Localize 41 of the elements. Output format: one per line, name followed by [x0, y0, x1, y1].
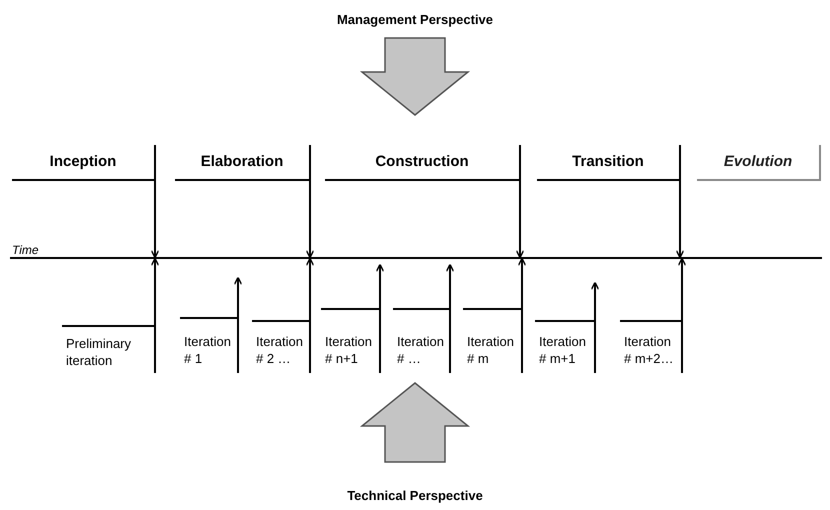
phase-bracket: [537, 145, 681, 181]
phase-name: Evolution: [724, 152, 792, 172]
phase-name: Elaboration: [200, 152, 284, 172]
arrow: [306, 258, 314, 320]
iteration-name: Iteration # 1: [184, 333, 232, 367]
phase-name: Inception: [50, 152, 116, 172]
iteration-name: Preliminary iteration: [66, 335, 132, 369]
iteration-name: Iteration # m+1: [539, 333, 587, 367]
iteration-name: Iteration # …: [397, 333, 445, 367]
arrow: [446, 264, 454, 308]
phase-bracket: [12, 145, 156, 181]
arrow: [376, 264, 384, 308]
arrow: [590, 282, 600, 320]
iteration-bracket: [620, 320, 683, 373]
phase-name: Transition: [572, 152, 644, 172]
iteration-bracket: [535, 320, 596, 373]
phase-name: Construction: [375, 152, 469, 172]
iteration-name: Iteration # n+1: [325, 333, 373, 367]
iteration-bracket: [393, 308, 451, 373]
iteration-bracket: [62, 325, 156, 373]
arrow: [518, 258, 526, 308]
phase-bracket: [325, 145, 521, 181]
axis-label: Time: [12, 244, 39, 256]
arrow: [676, 181, 684, 258]
arrow: [306, 181, 314, 258]
arrow: [678, 258, 686, 320]
perspective-label: Technical Perspective: [346, 487, 484, 505]
arrow: [516, 181, 524, 258]
arrow: [150, 258, 160, 325]
iteration-bracket: [180, 317, 239, 373]
arrow: [234, 276, 242, 317]
phase-bracket: [175, 145, 311, 181]
iteration-name: Iteration # m: [467, 333, 515, 367]
iteration-name: Iteration # 2 …: [256, 333, 304, 367]
arrow: [150, 181, 160, 258]
perspective-label: Management Perspective: [336, 11, 494, 29]
phase-bracket: [697, 145, 821, 181]
iteration-bracket: [463, 308, 523, 373]
iteration-name: Iteration # m+2…: [624, 333, 674, 367]
iteration-bracket: [321, 308, 381, 373]
iteration-bracket: [252, 320, 311, 373]
